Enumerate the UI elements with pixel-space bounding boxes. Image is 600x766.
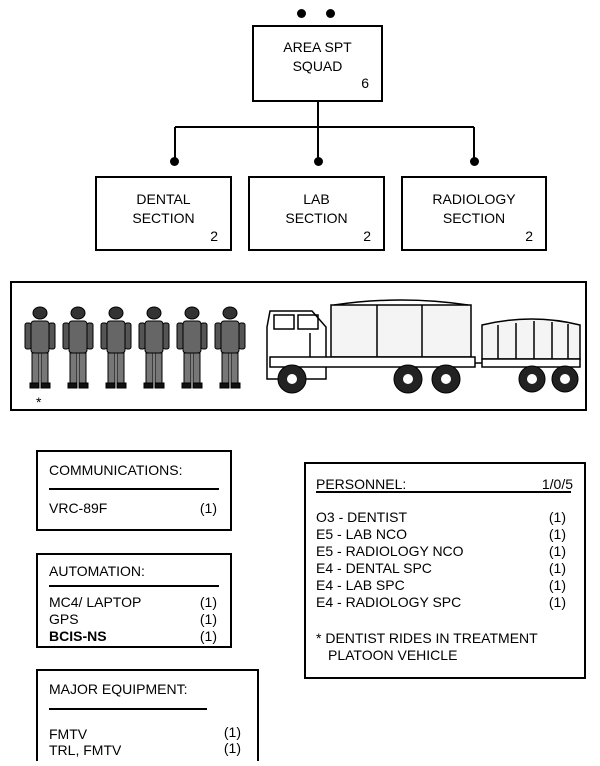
truck-icon: [266, 299, 497, 380]
personnel-item: E4 - RADIOLOGY SPC: [316, 594, 462, 610]
personnel-item-qty: (1): [548, 577, 566, 593]
list-item-qty: (1): [223, 724, 241, 740]
divider: [49, 488, 219, 490]
trailer-icon: [481, 318, 581, 368]
personnel-item: E4 - DENTAL SPC: [316, 560, 432, 576]
section-label-line2: SECTION: [132, 210, 195, 226]
personnel-title: PERSONNEL:: [316, 476, 407, 492]
major-equipment-title: MAJOR EQUIPMENT:: [49, 681, 188, 697]
section-label-line1: DENTAL: [136, 191, 191, 207]
hq-label-line1: AREA SPT: [283, 39, 352, 55]
hq-label-line2: SQUAD: [292, 58, 343, 74]
hq-strength: 6: [361, 75, 369, 91]
personnel-item-qty: (1): [548, 509, 566, 525]
list-item: MC4/ LAPTOP: [49, 594, 142, 610]
list-item: BCIS-NS: [49, 628, 107, 644]
major-equipment-panel: MAJOR EQUIPMENT: FMTV (1) TRL, FMTV (1): [36, 669, 259, 761]
echelon-dot: [326, 9, 335, 18]
section-box-lab: LAB SECTION 2: [248, 176, 385, 251]
personnel-item: E5 - LAB NCO: [316, 526, 408, 542]
list-item: TRL, FMTV: [49, 742, 122, 758]
section-dot-dental: [170, 157, 179, 166]
section-label-line2: SECTION: [285, 210, 348, 226]
personnel-item-qty: (1): [548, 526, 566, 542]
soldier-icon: [62, 306, 94, 389]
list-item: FMTV: [49, 726, 88, 742]
soldier-icon: [100, 306, 132, 389]
section-box-radiology: RADIOLOGY SECTION 2: [401, 176, 547, 251]
section-label-lab: LAB SECTION: [250, 190, 383, 228]
section-box-dental: DENTAL SECTION 2: [95, 176, 232, 251]
automation-title: AUTOMATION:: [49, 563, 145, 579]
list-item-qty: (1): [223, 740, 241, 756]
personnel-note-line2: PLATOON VEHICLE: [328, 647, 458, 663]
hq-label: AREA SPT SQUAD: [254, 38, 381, 76]
list-item: VRC-89F: [49, 500, 108, 516]
hq-box: AREA SPT SQUAD 6: [252, 25, 383, 102]
section-label-dental: DENTAL SECTION: [97, 190, 230, 228]
list-item-qty: (1): [199, 594, 217, 610]
divider: [49, 585, 219, 587]
section-label-line1: LAB: [303, 191, 330, 207]
section-dot-lab: [314, 157, 323, 166]
divider: [316, 491, 571, 493]
echelon-dot: [297, 9, 306, 18]
section-label-line1: RADIOLOGY: [432, 191, 516, 207]
personnel-item: E5 - RADIOLOGY NCO: [316, 543, 464, 559]
communications-title: COMMUNICATIONS:: [49, 462, 183, 478]
soldier-icon: [138, 306, 170, 389]
section-dot-radiology: [470, 157, 479, 166]
list-item-qty: (1): [199, 611, 217, 627]
automation-panel: AUTOMATION: MC4/ LAPTOP (1) GPS (1) BCIS…: [36, 553, 232, 648]
personnel-item-qty: (1): [548, 543, 566, 559]
section-label-radiology: RADIOLOGY SECTION: [403, 190, 545, 228]
illustration-graphic: [24, 299, 581, 394]
dentist-asterisk: *: [36, 394, 42, 410]
list-item-qty: (1): [199, 500, 217, 516]
list-item-qty: (1): [199, 628, 217, 644]
personnel-item: E4 - LAB SPC: [316, 577, 405, 593]
section-label-line2: SECTION: [442, 210, 506, 226]
soldier-icon: [214, 306, 246, 389]
personnel-total: 1/0/5: [541, 476, 573, 492]
illustration-panel: *: [10, 281, 587, 411]
personnel-item-qty: (1): [548, 594, 566, 610]
personnel-panel: PERSONNEL: 1/0/5 O3 - DENTIST (1) E5 - LAB…: [304, 462, 586, 679]
soldier-icon: [176, 306, 208, 389]
personnel-note-line1: * DENTIST RIDES IN TREATMENT: [316, 630, 538, 646]
divider: [49, 708, 207, 710]
personnel-item-qty: (1): [548, 560, 566, 576]
section-strength: 2: [525, 228, 533, 244]
soldier-icon: [24, 306, 56, 389]
personnel-item: O3 - DENTIST: [316, 509, 408, 525]
section-strength: 2: [363, 228, 371, 244]
list-item: GPS: [49, 611, 79, 627]
section-strength: 2: [210, 228, 218, 244]
communications-panel: COMMUNICATIONS: VRC-89F (1): [36, 450, 232, 531]
